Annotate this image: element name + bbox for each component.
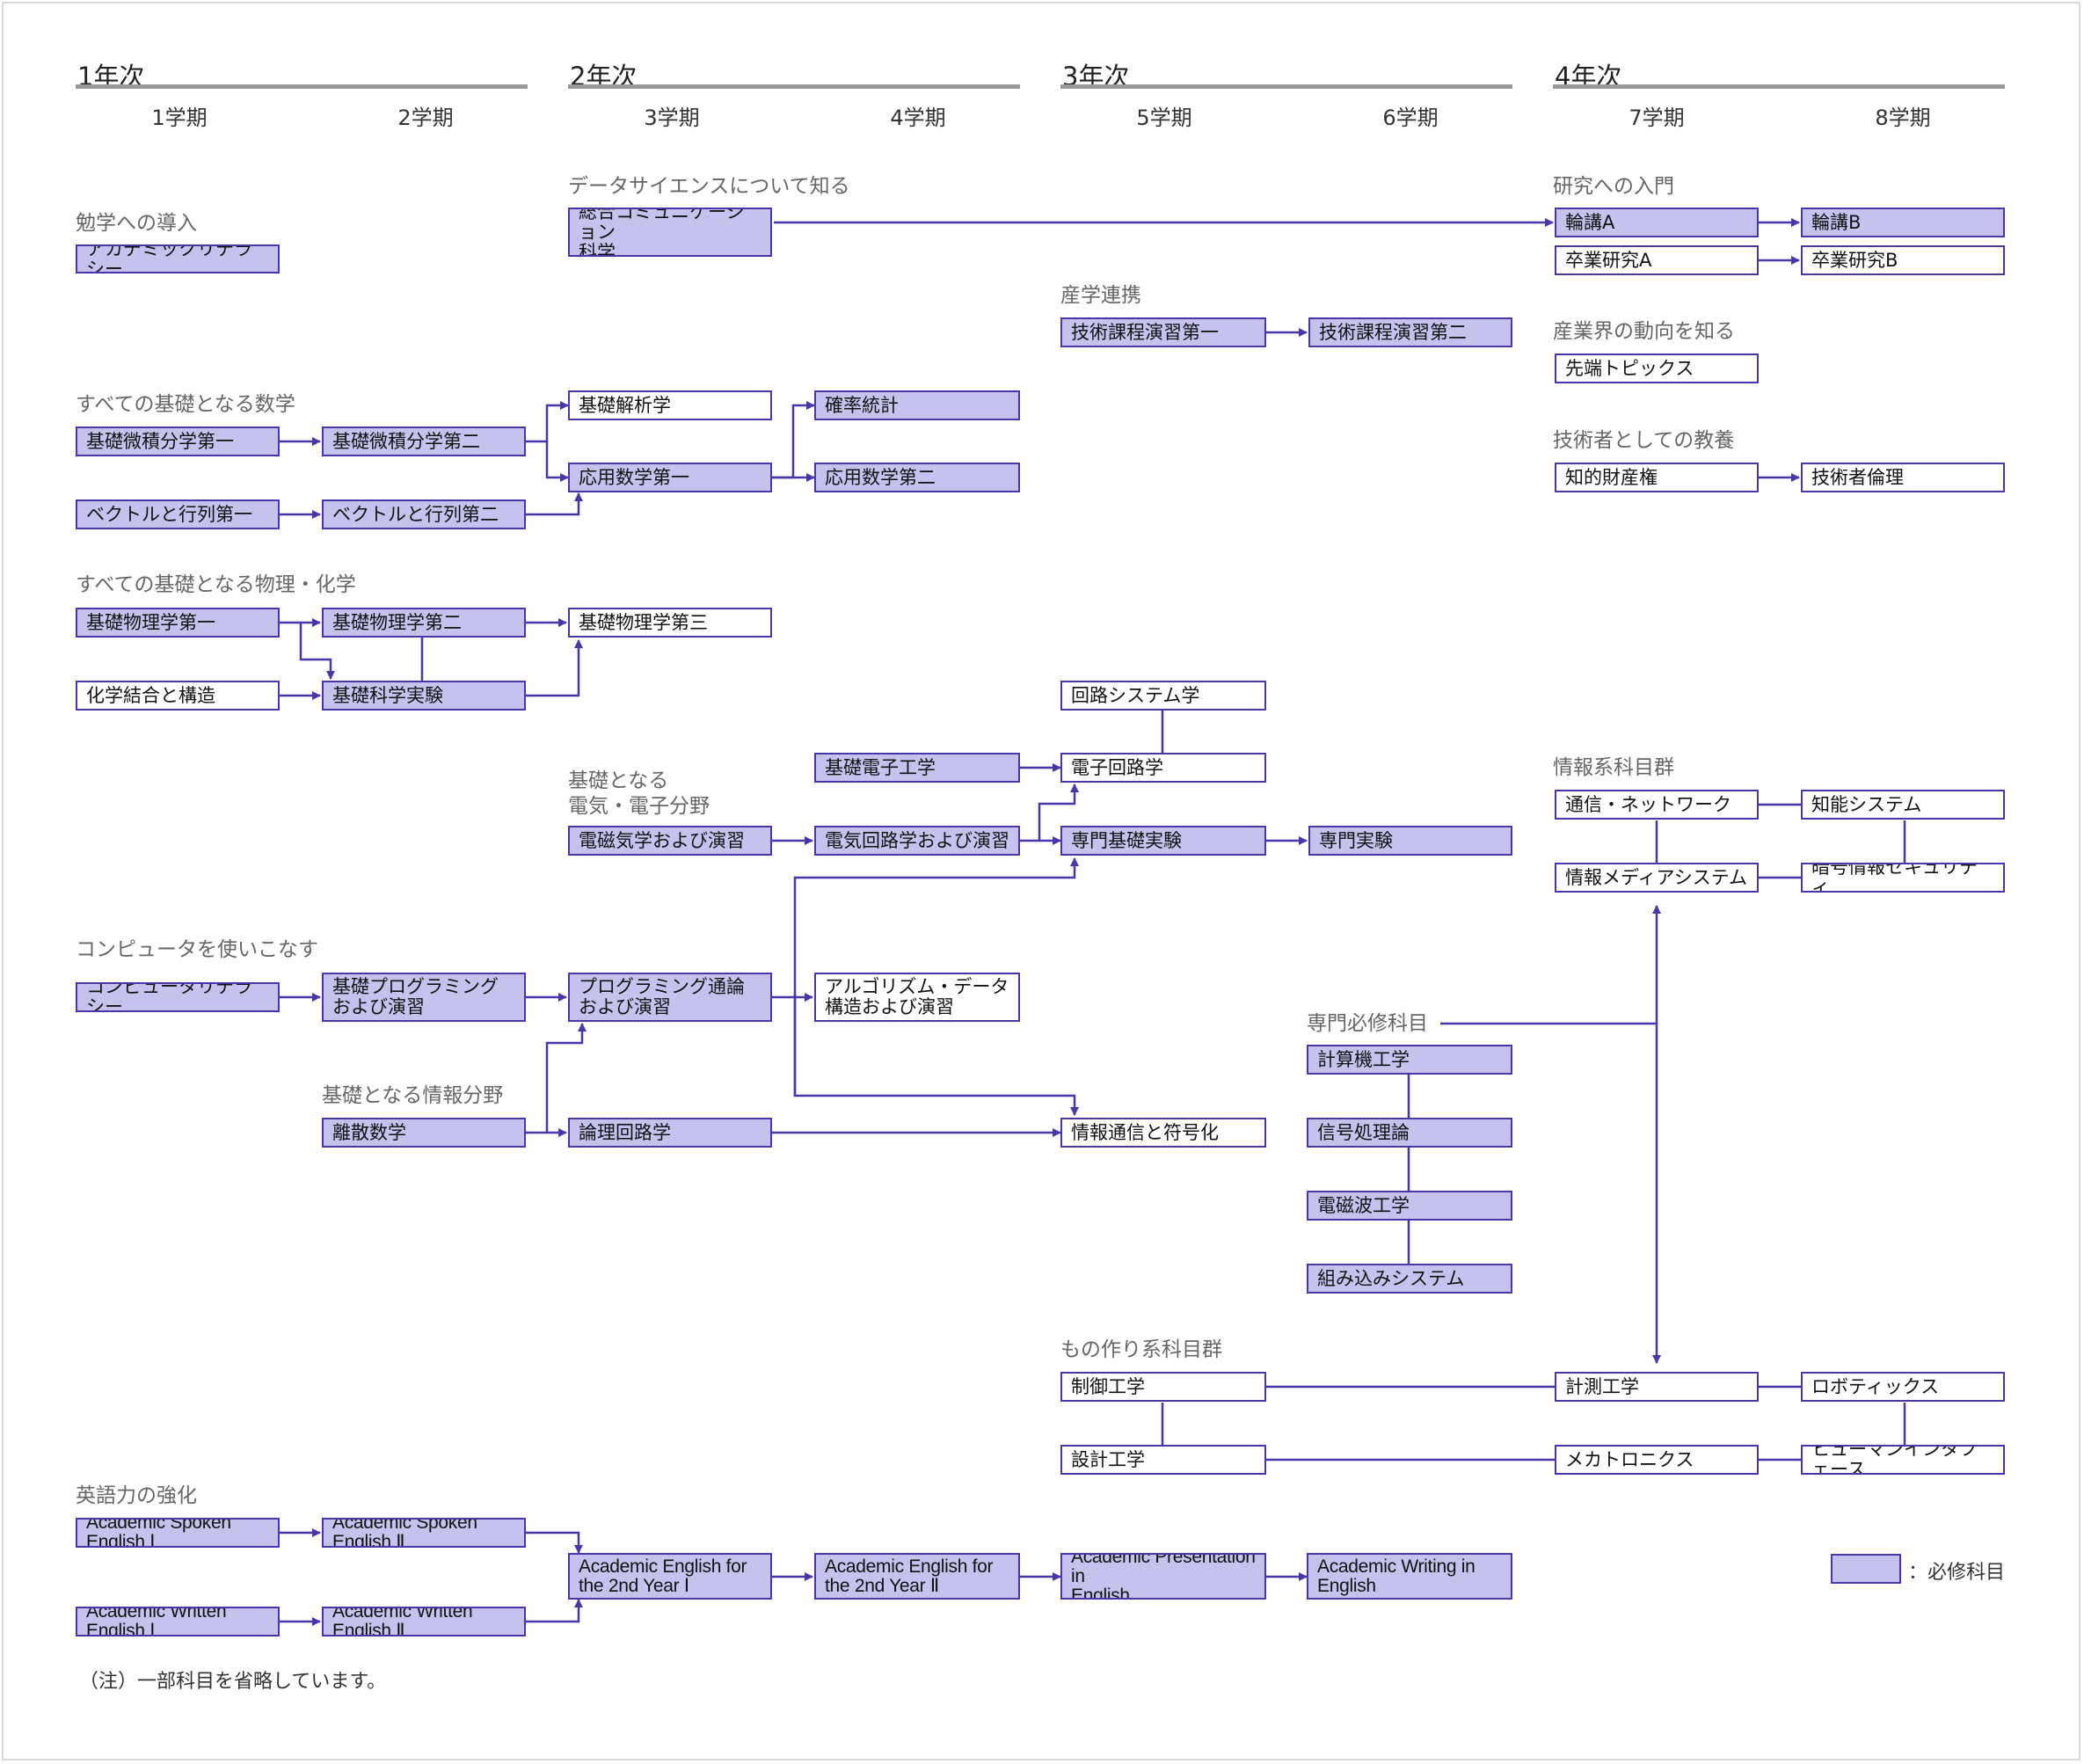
semester-5: 5学期	[1136, 106, 1192, 130]
semester-6: 6学期	[1382, 106, 1439, 130]
group-math: すべての基礎となる数学	[76, 393, 295, 416]
year-2-rule	[568, 84, 1020, 89]
semester-2: 2学期	[397, 106, 454, 130]
group-engineer-culture: 技術者としての教養	[1553, 429, 1735, 452]
group-computer: コンピュータを使いこなす	[76, 938, 318, 961]
course-robotics: ロボティックス	[1801, 1372, 2005, 1402]
course-calc1: 基礎微積分学第一	[76, 426, 280, 456]
group-manufacturing: もの作り系科目群	[1060, 1338, 1222, 1361]
course-grad-a: 卒業研究A	[1555, 245, 1759, 275]
group-data-science: データサイエンスについて知る	[568, 175, 850, 198]
course-calc2: 基礎微積分学第二	[322, 426, 526, 456]
group-specialized: 専門必修科目	[1307, 1012, 1428, 1035]
course-info-media: 情報メディアシステム	[1555, 863, 1759, 893]
course-phys3: 基礎物理学第三	[568, 608, 772, 638]
course-vec2: ベクトルと行列第二	[322, 499, 526, 529]
course-academic-literacy: アカデミックリテラシー	[76, 244, 280, 273]
group-intro: 勉学への導入	[76, 212, 197, 235]
course-awe2: Academic Written English Ⅱ	[322, 1607, 526, 1636]
course-ae2-1: Academic English for the 2nd Year Ⅰ	[568, 1553, 772, 1600]
course-spec-exp: 専門実験	[1308, 826, 1512, 856]
legend-required-swatch	[1831, 1554, 1901, 1584]
course-emwave: 電磁波工学	[1307, 1191, 1512, 1221]
course-signal: 信号処理論	[1307, 1118, 1512, 1148]
course-analysis: 基礎解析学	[568, 390, 772, 420]
course-spec-basic-exp: 専門基礎実験	[1060, 826, 1266, 856]
semester-8: 8学期	[1875, 106, 1931, 130]
course-ae2-2: Academic English for the 2nd Year Ⅱ	[814, 1553, 1020, 1600]
course-ase2: Academic Spoken English Ⅱ	[322, 1518, 526, 1548]
course-discrete: 離散数学	[322, 1118, 526, 1148]
course-em-ex: 電磁気学および演習	[568, 826, 772, 856]
course-info-comm: 情報通信と符号化	[1060, 1118, 1266, 1148]
course-writing: Academic Writing in English	[1307, 1553, 1512, 1600]
course-elec-basic: 基礎電子工学	[814, 753, 1020, 783]
year-4-rule	[1553, 84, 2005, 89]
group-electrical: 基礎となる 電気・電子分野	[568, 769, 710, 818]
course-comp-literacy: コンピュータリテラシー	[76, 982, 280, 1012]
course-crypto: 暗号情報セキュリティ	[1801, 863, 2005, 893]
course-grad-b: 卒業研究B	[1801, 245, 2005, 275]
course-tech-ex1: 技術課程演習第一	[1060, 317, 1266, 347]
course-circuit-sys: 回路システム学	[1060, 681, 1266, 711]
course-appmath1: 応用数学第一	[568, 463, 772, 492]
year-3-rule	[1060, 84, 1512, 89]
course-presentation: Academic Presentation in English	[1060, 1553, 1266, 1600]
group-english: 英語力の強化	[76, 1484, 197, 1507]
group-phys-chem: すべての基礎となる物理・化学	[76, 573, 356, 596]
course-prog-basic: 基礎プログラミング および演習	[322, 973, 526, 1022]
course-ase1: Academic Spoken English Ⅰ	[76, 1518, 280, 1548]
course-comm-net: 通信・ネットワーク	[1555, 790, 1759, 820]
course-vec1: ベクトルと行列第一	[76, 499, 280, 529]
semester-3: 3学期	[644, 106, 700, 130]
course-intel-sys: 知能システム	[1801, 790, 2005, 820]
course-electronic-circuits: 電子回路学	[1060, 753, 1266, 783]
course-tech-ex2: 技術課程演習第二	[1308, 317, 1512, 347]
course-ip: 知的財産権	[1555, 463, 1759, 492]
year-1-rule	[76, 84, 528, 89]
group-info-basic: 基礎となる情報分野	[322, 1084, 504, 1107]
omission-note: （注）一部科目を省略しています。	[79, 1671, 387, 1693]
course-hci: ヒューマンインタフェース	[1801, 1445, 2005, 1475]
course-phys2: 基礎物理学第二	[322, 608, 526, 638]
course-comp-eng: 計算機工学	[1307, 1045, 1512, 1075]
course-sci-exp: 基礎科学実験	[322, 681, 526, 711]
course-circuit-ex: 電気回路学および演習	[814, 826, 1020, 856]
course-chem: 化学結合と構造	[76, 681, 280, 711]
course-prog-theory: プログラミング通論 および演習	[568, 973, 772, 1022]
course-phys1: 基礎物理学第一	[76, 608, 280, 638]
course-algo: アルゴリズム・データ 構造および演習	[814, 973, 1020, 1022]
course-mechatronics: メカトロニクス	[1555, 1445, 1759, 1475]
course-prob-stat: 確率統計	[814, 390, 1020, 420]
course-measure: 計測工学	[1555, 1372, 1759, 1402]
course-embedded: 組み込みシステム	[1307, 1264, 1512, 1294]
course-awe1: Academic Written English Ⅰ	[76, 1607, 280, 1636]
group-industry-trends: 産業界の動向を知る	[1553, 320, 1735, 343]
legend-required-label: ：必修科目	[1908, 1562, 2006, 1584]
course-design: 設計工学	[1060, 1445, 1266, 1475]
course-comm-science: 総合コミュニケーション 科学	[568, 208, 772, 257]
course-rinkou-a: 輪講A	[1555, 208, 1759, 237]
group-industry-collab: 産学連携	[1060, 284, 1141, 307]
group-research: 研究への入門	[1553, 175, 1674, 198]
course-topics: 先端トピックス	[1555, 354, 1759, 383]
semester-7: 7学期	[1629, 106, 1685, 130]
group-info-sys: 情報系科目群	[1553, 756, 1674, 779]
course-ethics: 技術者倫理	[1801, 463, 2005, 492]
course-rinkou-b: 輪講B	[1801, 208, 2005, 237]
semester-1: 1学期	[151, 106, 208, 130]
semester-4: 4学期	[890, 106, 946, 130]
course-appmath2: 応用数学第二	[814, 463, 1020, 492]
course-logic: 論理回路学	[568, 1118, 772, 1148]
course-control: 制御工学	[1060, 1372, 1266, 1402]
